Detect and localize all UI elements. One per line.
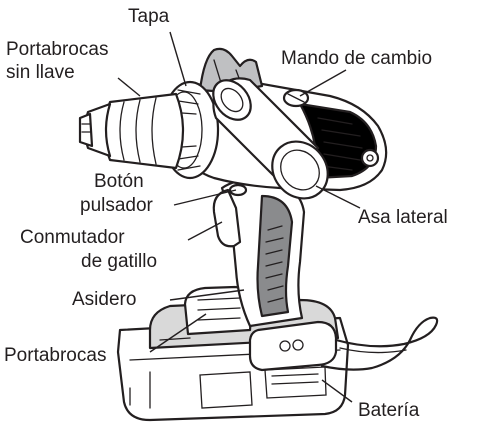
label-battery: Batería: [358, 400, 420, 421]
label-button-line1: Botón: [94, 171, 144, 192]
label-keyless-chuck-line1: Portabrocas: [6, 39, 108, 60]
label-handle: Asidero: [72, 289, 136, 310]
label-trigger-line2: de gatillo: [81, 251, 157, 272]
push-button: [230, 185, 246, 195]
drill-drawing: [80, 49, 437, 420]
leader-keyless-chuck: [118, 78, 140, 96]
label-cap: Tapa: [128, 6, 170, 27]
leader-change-lever: [300, 70, 346, 96]
label-keyless-chuck-line2: sin llave: [6, 62, 75, 83]
label-side-grip: Asa lateral: [358, 207, 448, 228]
label-button-line2: pulsador: [80, 195, 154, 216]
change-lever: [284, 90, 308, 106]
label-change-lever: Mando de cambio: [281, 48, 432, 69]
keyless-chuck: [80, 94, 183, 168]
leader-cap: [170, 32, 186, 86]
label-trigger-line1: Conmutador: [20, 227, 125, 248]
label-bit-holder: Portabrocas: [4, 345, 106, 366]
